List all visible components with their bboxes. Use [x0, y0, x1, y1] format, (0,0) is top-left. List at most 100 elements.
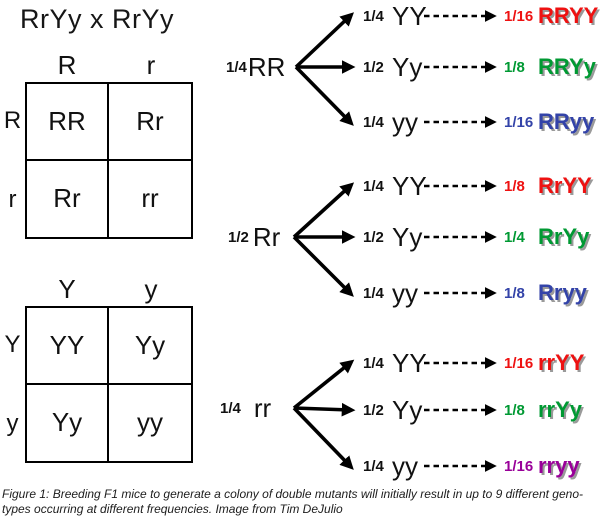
gamete-node: 1/4 YY: [363, 171, 427, 201]
gamete-fraction: 1/4: [363, 177, 384, 195]
figure-caption: Figure 1: Breeding F1 mice to generate a…: [2, 487, 598, 516]
gamete-node: 1/4 YY: [363, 348, 427, 378]
result-genotype: Rryy: [538, 280, 587, 305]
gamete-genotype: YY: [392, 347, 427, 378]
punnett-cell: Rr: [109, 84, 191, 161]
gamete-genotype: Yy: [392, 394, 423, 425]
result-fraction: 1/8: [504, 58, 525, 76]
punnett-cell: rr: [141, 183, 159, 214]
gamete-fraction: 1/2: [363, 58, 384, 76]
gamete-genotype: yy: [392, 450, 418, 481]
gamete-node: 1/2 Yy: [363, 52, 422, 82]
punnett-row-header: r: [8, 185, 17, 213]
result-fraction: 1/8: [504, 401, 525, 419]
punnett-row-header: y: [6, 409, 19, 437]
punnett-row-header: R: [3, 107, 22, 135]
punnett-cell: RR: [27, 84, 109, 161]
punnett-cell: YY: [27, 308, 109, 385]
gamete-node: 1/4 yy: [363, 451, 418, 481]
gamete-genotype: yy: [392, 277, 418, 308]
figure-caption-line2: types occurring at different frequencies…: [2, 501, 343, 516]
parent-genotype: RR: [247, 51, 286, 82]
dashed-arrow-group: [424, 10, 497, 472]
punnett-col-header: Y: [58, 274, 76, 304]
fan-arrow: [294, 12, 354, 69]
punnett-square-r: R r R r RR Rr Rr rr: [0, 50, 200, 239]
gamete-fraction: 1/4: [363, 284, 384, 302]
parent-fraction: 1/2: [228, 228, 249, 246]
result-fraction: 1/16: [504, 457, 534, 475]
gamete-fraction: 1/4: [363, 354, 384, 372]
fan-arrow-group: [292, 12, 356, 470]
punnett-row-header: Y: [4, 331, 21, 359]
gamete-node: 1/4 yy: [363, 107, 418, 137]
parent-node-RR: 1/4 RR: [226, 52, 285, 82]
result-fraction: 1/16: [504, 354, 534, 372]
gamete-node: 1/4 yy: [363, 278, 418, 308]
result-genotype: rryy: [538, 453, 580, 478]
punnett-row-headers: Y y: [0, 306, 25, 463]
result-genotype: RRYY: [538, 3, 599, 28]
result-node: 1/8 RrYY: [504, 171, 592, 201]
result-node: 1/16 RRYY: [504, 1, 598, 31]
punnett-cell: Rr: [27, 160, 109, 237]
parent-node-Rr: 1/2 Rr: [228, 222, 280, 252]
result-genotype: rrYY: [538, 350, 585, 375]
result-genotype: RRyy: [538, 109, 595, 134]
gamete-node: 1/2 Yy: [363, 395, 422, 425]
fan-arrow: [292, 406, 354, 470]
punnett-col-headers: R r: [25, 50, 193, 82]
figure-caption-line1: Figure 1: Breeding F1 mice to generate a…: [2, 487, 583, 501]
gamete-genotype: YY: [392, 170, 427, 201]
fan-arrow: [293, 402, 356, 417]
result-genotype: RrYy: [538, 224, 590, 249]
result-fraction: 1/4: [504, 228, 525, 246]
punnett-col-header: R: [57, 50, 77, 80]
gamete-fraction: 1/4: [363, 7, 384, 25]
fan-arrow: [292, 182, 355, 239]
result-fraction: 1/16: [504, 7, 534, 25]
punnett-row-headers: R r: [0, 82, 25, 239]
result-node: 1/16 RRyy: [504, 107, 594, 137]
punnett-cell: Yy: [27, 384, 109, 461]
gamete-fraction: 1/2: [363, 228, 384, 246]
fan-arrow: [292, 235, 354, 297]
result-node: 1/16 rrYY: [504, 348, 584, 378]
cross-title: RrYy x RrYy: [20, 4, 174, 34]
result-genotype: RRYy: [538, 54, 596, 79]
parent-genotype: Rr: [252, 221, 281, 252]
result-fraction: 1/8: [504, 177, 525, 195]
result-node: 1/16 rryy: [504, 451, 580, 481]
gamete-genotype: YY: [392, 0, 427, 31]
gamete-genotype: yy: [392, 106, 418, 137]
fan-arrow: [294, 65, 354, 126]
result-fraction: 1/8: [504, 284, 525, 302]
gamete-genotype: Yy: [392, 51, 423, 82]
result-node: 1/8 RRYy: [504, 52, 596, 82]
gamete-genotype: Yy: [392, 221, 423, 252]
parent-fraction: 1/4: [220, 399, 241, 417]
punnett-grid: YY Yy Yy yy: [25, 306, 193, 463]
punnett-col-header: r: [146, 50, 156, 80]
result-fraction: 1/16: [504, 113, 534, 131]
parent-node-rr: 1/4 rr: [220, 393, 271, 423]
punnett-col-header: y: [144, 274, 158, 304]
result-node: 1/8 rrYy: [504, 395, 582, 425]
gamete-node: 1/2 Yy: [363, 222, 422, 252]
punnett-col-headers: Y y: [25, 274, 193, 306]
parent-genotype: rr: [253, 392, 272, 423]
punnett-grid: RR Rr Rr rr: [25, 82, 193, 239]
fan-arrow: [292, 359, 355, 410]
result-genotype: RrYY: [538, 173, 592, 198]
gamete-fraction: 1/2: [363, 401, 384, 419]
result-node: 1/4 RrYy: [504, 222, 589, 252]
gamete-fraction: 1/4: [363, 457, 384, 475]
gamete-node: 1/4 YY: [363, 1, 427, 31]
punnett-cell: Yy: [109, 308, 191, 385]
punnett-square-y: Y y Y y YY Yy Yy yy: [0, 274, 200, 463]
gamete-fraction: 1/4: [363, 113, 384, 131]
result-node: 1/8 Rryy: [504, 278, 587, 308]
punnett-cell: yy: [137, 407, 163, 438]
result-genotype: rrYy: [538, 397, 583, 422]
